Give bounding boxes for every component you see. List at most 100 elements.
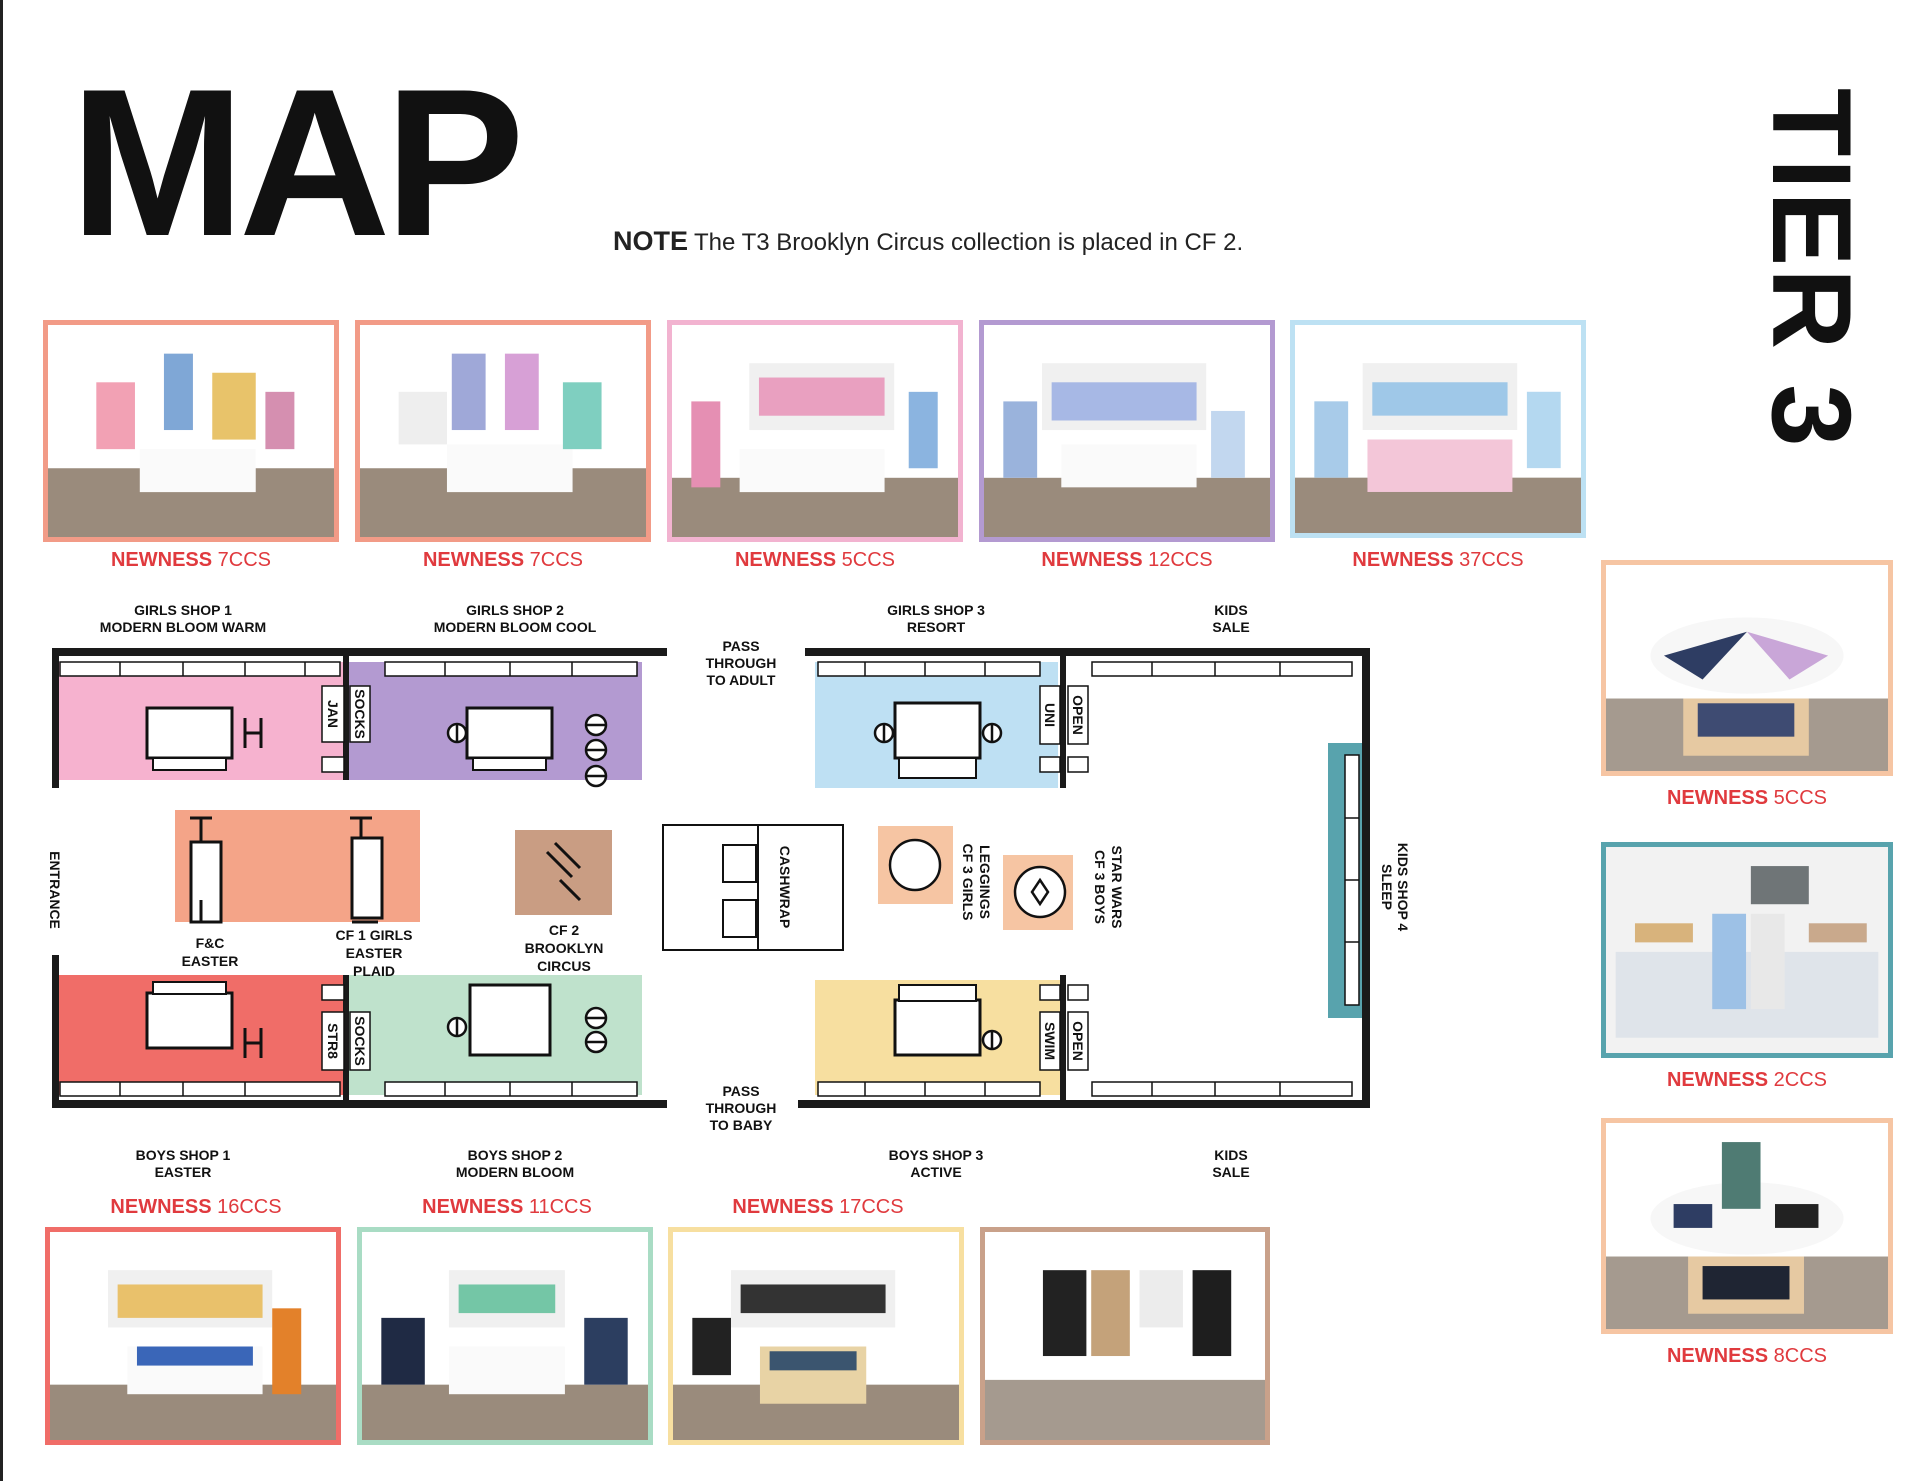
- newness-caption: NEWNESS 17CCS: [668, 1196, 968, 1219]
- newness-caption: NEWNESS 7CCS: [41, 549, 341, 572]
- newness-count: 17CCS: [839, 1196, 904, 1218]
- newness-caption: NEWNESS 12CCS: [977, 549, 1277, 572]
- photo-kids-sale-top: [1290, 320, 1586, 538]
- label-fc-easter-sub: EASTER: [182, 953, 239, 969]
- label-open-top: OPEN: [1070, 695, 1086, 735]
- label-pass-adult-3: TO ADULT: [707, 672, 776, 688]
- label-kids-sale-top: KIDS: [1214, 602, 1247, 618]
- newness-count: 16CCS: [217, 1196, 282, 1218]
- photo-girls-shop-resort: [979, 320, 1275, 542]
- label-open-bottom: OPEN: [1070, 1021, 1086, 1061]
- label-kids-sale-bottom: KIDS: [1214, 1147, 1247, 1163]
- newness-count: 5CCS: [1773, 787, 1828, 809]
- newness-label: NEWNESS: [422, 1196, 524, 1218]
- label-cf3-girls: CF 3 GIRLS: [960, 843, 976, 920]
- photo-kids-sale-bottom: [980, 1227, 1270, 1445]
- label-str8: STR8: [325, 1023, 341, 1059]
- label-fc-easter: F&C: [196, 935, 225, 951]
- label-boys-shop-3-sub: ACTIVE: [910, 1164, 961, 1180]
- cashwrap: [662, 824, 844, 951]
- photo-girls-shop-2: [355, 320, 651, 542]
- label-swim: SWIM: [1042, 1022, 1058, 1060]
- newness-label: NEWNESS: [1666, 1069, 1769, 1091]
- newness-label: NEWNESS: [734, 549, 837, 571]
- photo-boys-shop-3: [668, 1227, 964, 1445]
- newness-caption: NEWNESS 7CCS: [353, 549, 653, 572]
- photo-cf3-girls-leggings: [1601, 560, 1893, 776]
- store-walls: [52, 648, 1370, 1108]
- label-girls-shop-1-sub: MODERN BLOOM WARM: [100, 619, 266, 635]
- label-cf1: CF 1 GIRLS: [335, 927, 412, 943]
- label-socks-bottom: SOCKS: [352, 1016, 368, 1066]
- newness-label: NEWNESS: [1666, 787, 1769, 809]
- label-cf2-sub: BROOKLYN: [525, 940, 604, 956]
- label-girls-shop-1: GIRLS SHOP 1: [134, 602, 232, 618]
- label-pass-baby-2: THROUGH: [706, 1100, 777, 1116]
- label-uni: UNI: [1042, 703, 1058, 727]
- label-girls-shop-3-sub: RESORT: [907, 619, 966, 635]
- label-boys-shop-1: BOYS SHOP 1: [136, 1147, 231, 1163]
- photo-girls-shop-1: [43, 320, 339, 542]
- label-pass-adult-2: THROUGH: [706, 655, 777, 671]
- photo-boys-shop-2: [357, 1227, 653, 1445]
- label-girls-shop-3: GIRLS SHOP 3: [887, 602, 985, 618]
- label-entrance: ENTRANCE: [47, 851, 63, 929]
- photo-girls-shop-3: [667, 320, 963, 542]
- newness-label: NEWNESS: [110, 1196, 212, 1218]
- newness-label: NEWNESS: [422, 549, 525, 571]
- label-boys-shop-2-sub: MODERN BLOOM: [456, 1164, 574, 1180]
- label-girls-shop-2-sub: MODERN BLOOM COOL: [434, 619, 597, 635]
- newness-count: 12CCS: [1148, 549, 1213, 571]
- label-socks-top: SOCKS: [352, 689, 368, 739]
- label-pass-adult: PASS: [722, 638, 759, 654]
- newness-count: 7CCS: [529, 549, 584, 571]
- label-cf3-boys-sub: STAR WARS: [1109, 846, 1125, 929]
- newness-label: NEWNESS: [110, 549, 213, 571]
- newness-label: NEWNESS: [732, 1196, 834, 1218]
- tables: [145, 701, 982, 1057]
- wall-fixtures: [59, 661, 1360, 1097]
- newness-count: 37CCS: [1459, 549, 1524, 571]
- newness-count: 2CCS: [1773, 1069, 1828, 1091]
- label-kids-sale-top-sub: SALE: [1212, 619, 1249, 635]
- label-kids-shop-4-sub: SLEEP: [1379, 864, 1395, 910]
- label-cf1-sub: EASTER: [346, 945, 403, 961]
- photo-kids-shop-4-sleep: [1601, 842, 1893, 1058]
- page-title: MAP: [70, 45, 525, 280]
- newness-caption: NEWNESS 37CCS: [1288, 549, 1588, 572]
- newness-caption: NEWNESS 8CCS: [1597, 1345, 1897, 1368]
- newness-caption: NEWNESS 16CCS: [46, 1196, 346, 1219]
- label-girls-shop-2: GIRLS SHOP 2: [466, 602, 564, 618]
- label-jan: JAN: [325, 700, 341, 728]
- newness-caption: NEWNESS 2CCS: [1597, 1069, 1897, 1092]
- photo-boys-shop-1: [45, 1227, 341, 1445]
- note-text: The T3 Brooklyn Circus collection is pla…: [694, 229, 1244, 256]
- side-panels: [321, 685, 1089, 1071]
- label-boys-shop-2: BOYS SHOP 2: [468, 1147, 563, 1163]
- left-page-rule: [0, 0, 3, 1481]
- newness-count: 8CCS: [1773, 1345, 1828, 1367]
- newness-label: NEWNESS: [1666, 1345, 1769, 1367]
- label-pass-baby: PASS: [722, 1083, 759, 1099]
- label-cashwrap: CASHWRAP: [777, 846, 793, 928]
- label-boys-shop-1-sub: EASTER: [155, 1164, 212, 1180]
- label-boys-shop-3: BOYS SHOP 3: [889, 1147, 984, 1163]
- zone-cf2: [515, 830, 612, 915]
- label-cf1-sub2: PLAID: [353, 963, 395, 979]
- photo-cf3-boys-star-wars: [1601, 1118, 1893, 1334]
- newness-caption: NEWNESS 5CCS: [665, 549, 965, 572]
- newness-count: 5CCS: [841, 549, 896, 571]
- newness-label: NEWNESS: [1041, 549, 1143, 571]
- label-kids-shop-4: KIDS SHOP 4: [1395, 843, 1411, 932]
- newness-caption: NEWNESS 11CCS: [357, 1196, 657, 1219]
- label-cf2-sub2: CIRCUS: [537, 958, 591, 974]
- newness-caption: NEWNESS 5CCS: [1597, 787, 1897, 810]
- newness-label: NEWNESS: [1352, 549, 1454, 571]
- h-racks: [190, 718, 582, 1058]
- round-fixtures: [446, 713, 1067, 1054]
- label-cf3-girls-sub: LEGGINGS: [977, 845, 993, 919]
- newness-count: 11CCS: [528, 1196, 592, 1218]
- label-pass-baby-3: TO BABY: [710, 1117, 773, 1133]
